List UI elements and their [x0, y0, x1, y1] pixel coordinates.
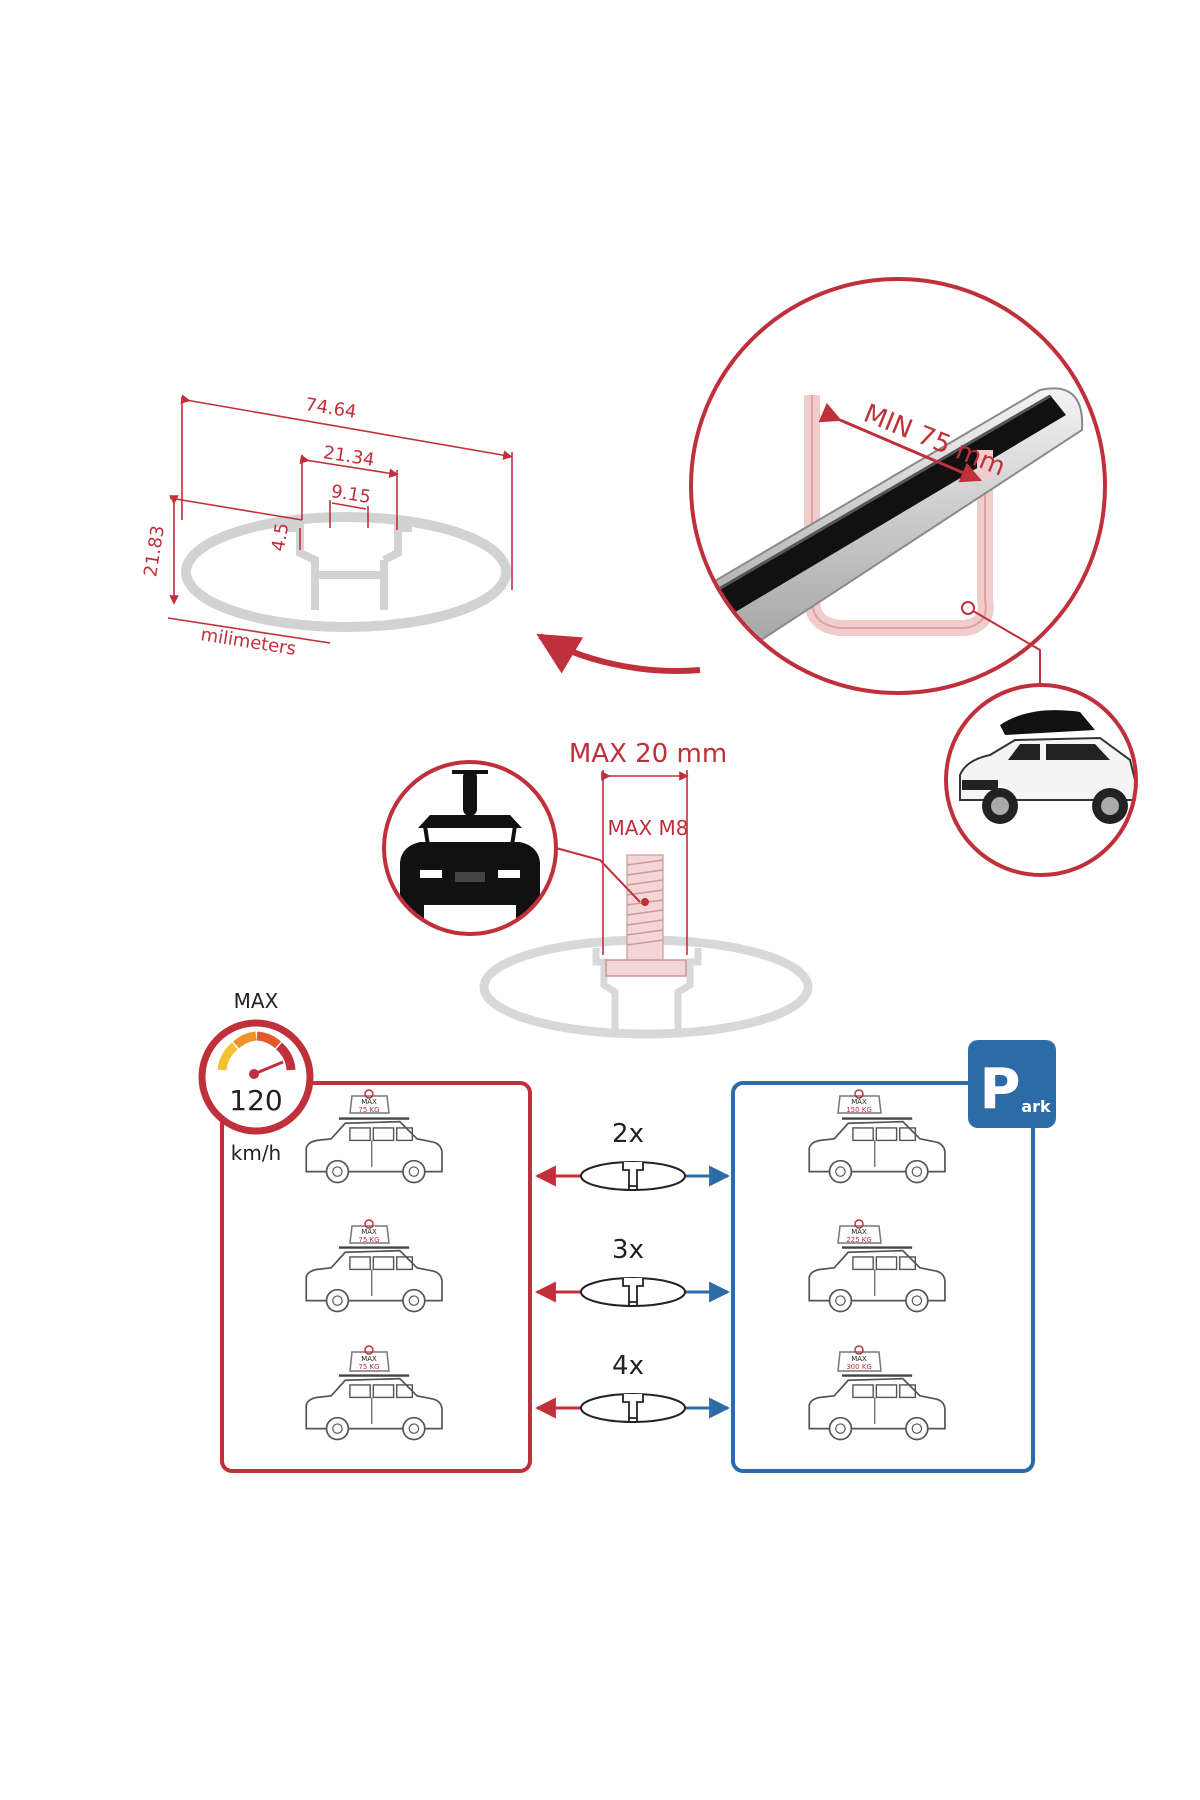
bike-connector: [555, 847, 641, 903]
driving-car-3: [305, 1374, 444, 1441]
profile-oval: [181, 512, 511, 632]
speed-limit-badge: MAX 120 km/h: [198, 989, 314, 1165]
driving-weight-2: MAX 75 KG: [349, 1219, 390, 1244]
driving-load-panel: MAX 120 km/h MAX 75 KG MAX: [198, 989, 532, 1473]
svg-text:75 KG: 75 KG: [358, 1236, 379, 1244]
parking-suffix: ark: [1021, 1097, 1051, 1116]
driving-weight-1: MAX 75 KG: [349, 1089, 390, 1114]
svg-text:75 KG: 75 KG: [358, 1363, 379, 1371]
bar-closeup-callout: MIN 75 mm: [689, 277, 1107, 695]
parked-car-1: [808, 1117, 947, 1184]
bike-car-callout: [382, 760, 558, 936]
callout-connector: [967, 607, 1041, 686]
parked-load-panel: P ark MAX 150 KG MAX 225 KG MAX: [731, 1040, 1056, 1473]
parking-letter: P: [979, 1057, 1020, 1122]
dim-slot-depth: 4.5: [268, 521, 293, 553]
pointer-arrow: [536, 633, 701, 674]
svg-text:150 KG: 150 KG: [846, 1106, 872, 1114]
parked-weight-2: MAX 225 KG: [837, 1219, 882, 1244]
svg-text:300 KG: 300 KG: [846, 1363, 872, 1371]
svg-text:MAX: MAX: [361, 1098, 377, 1106]
parked-weight-1: MAX 150 KG: [837, 1089, 882, 1114]
bar-count-4x: 4x: [612, 1351, 644, 1381]
parking-sign: P ark: [968, 1040, 1056, 1128]
bar-count-3x: 3x: [612, 1235, 644, 1265]
svg-text:MAX: MAX: [361, 1355, 377, 1363]
svg-text:MAX: MAX: [851, 1355, 867, 1363]
dim-top-width: 21.34: [322, 442, 376, 471]
dim-overall-width: 74.64: [304, 394, 358, 423]
speed-max-label: MAX: [234, 989, 279, 1013]
bar-count-row-1: 2x: [534, 1119, 731, 1191]
svg-text:MAX: MAX: [851, 1228, 867, 1236]
parked-car-2: [808, 1246, 947, 1313]
svg-text:225 KG: 225 KG: [846, 1236, 872, 1244]
speed-value: 120: [229, 1084, 282, 1117]
speed-unit: km/h: [231, 1141, 281, 1165]
parked-car-3: [808, 1374, 947, 1441]
bar-count-row-3: 4x: [534, 1351, 731, 1423]
dim-height: 21.83: [140, 524, 169, 578]
driving-car-1: [305, 1117, 444, 1184]
bar-count-row-2: 3x: [534, 1235, 731, 1307]
unit-label: milimeters: [199, 624, 297, 660]
driving-car-2: [305, 1246, 444, 1313]
svg-text:MAX: MAX: [361, 1228, 377, 1236]
suv-photo-callout: [944, 683, 1138, 877]
max-bolt-thread: MAX M8: [608, 816, 689, 840]
driving-weight-3: MAX 75 KG: [349, 1345, 390, 1372]
bar-count-2x: 2x: [612, 1119, 644, 1149]
bolt-section: MAX 20 mm MAX M8: [479, 739, 813, 1039]
bar-count-column: 2x 3x 4x: [534, 1119, 731, 1423]
svg-text:MAX: MAX: [851, 1098, 867, 1106]
parked-weight-3: MAX 300 KG: [837, 1345, 882, 1372]
svg-text:75 KG: 75 KG: [358, 1106, 379, 1114]
profile-cross-section: 74.64 21.34 9.15 4.5 21.83 milimeters: [140, 394, 513, 660]
max-bolt-length: MAX 20 mm: [569, 739, 727, 769]
